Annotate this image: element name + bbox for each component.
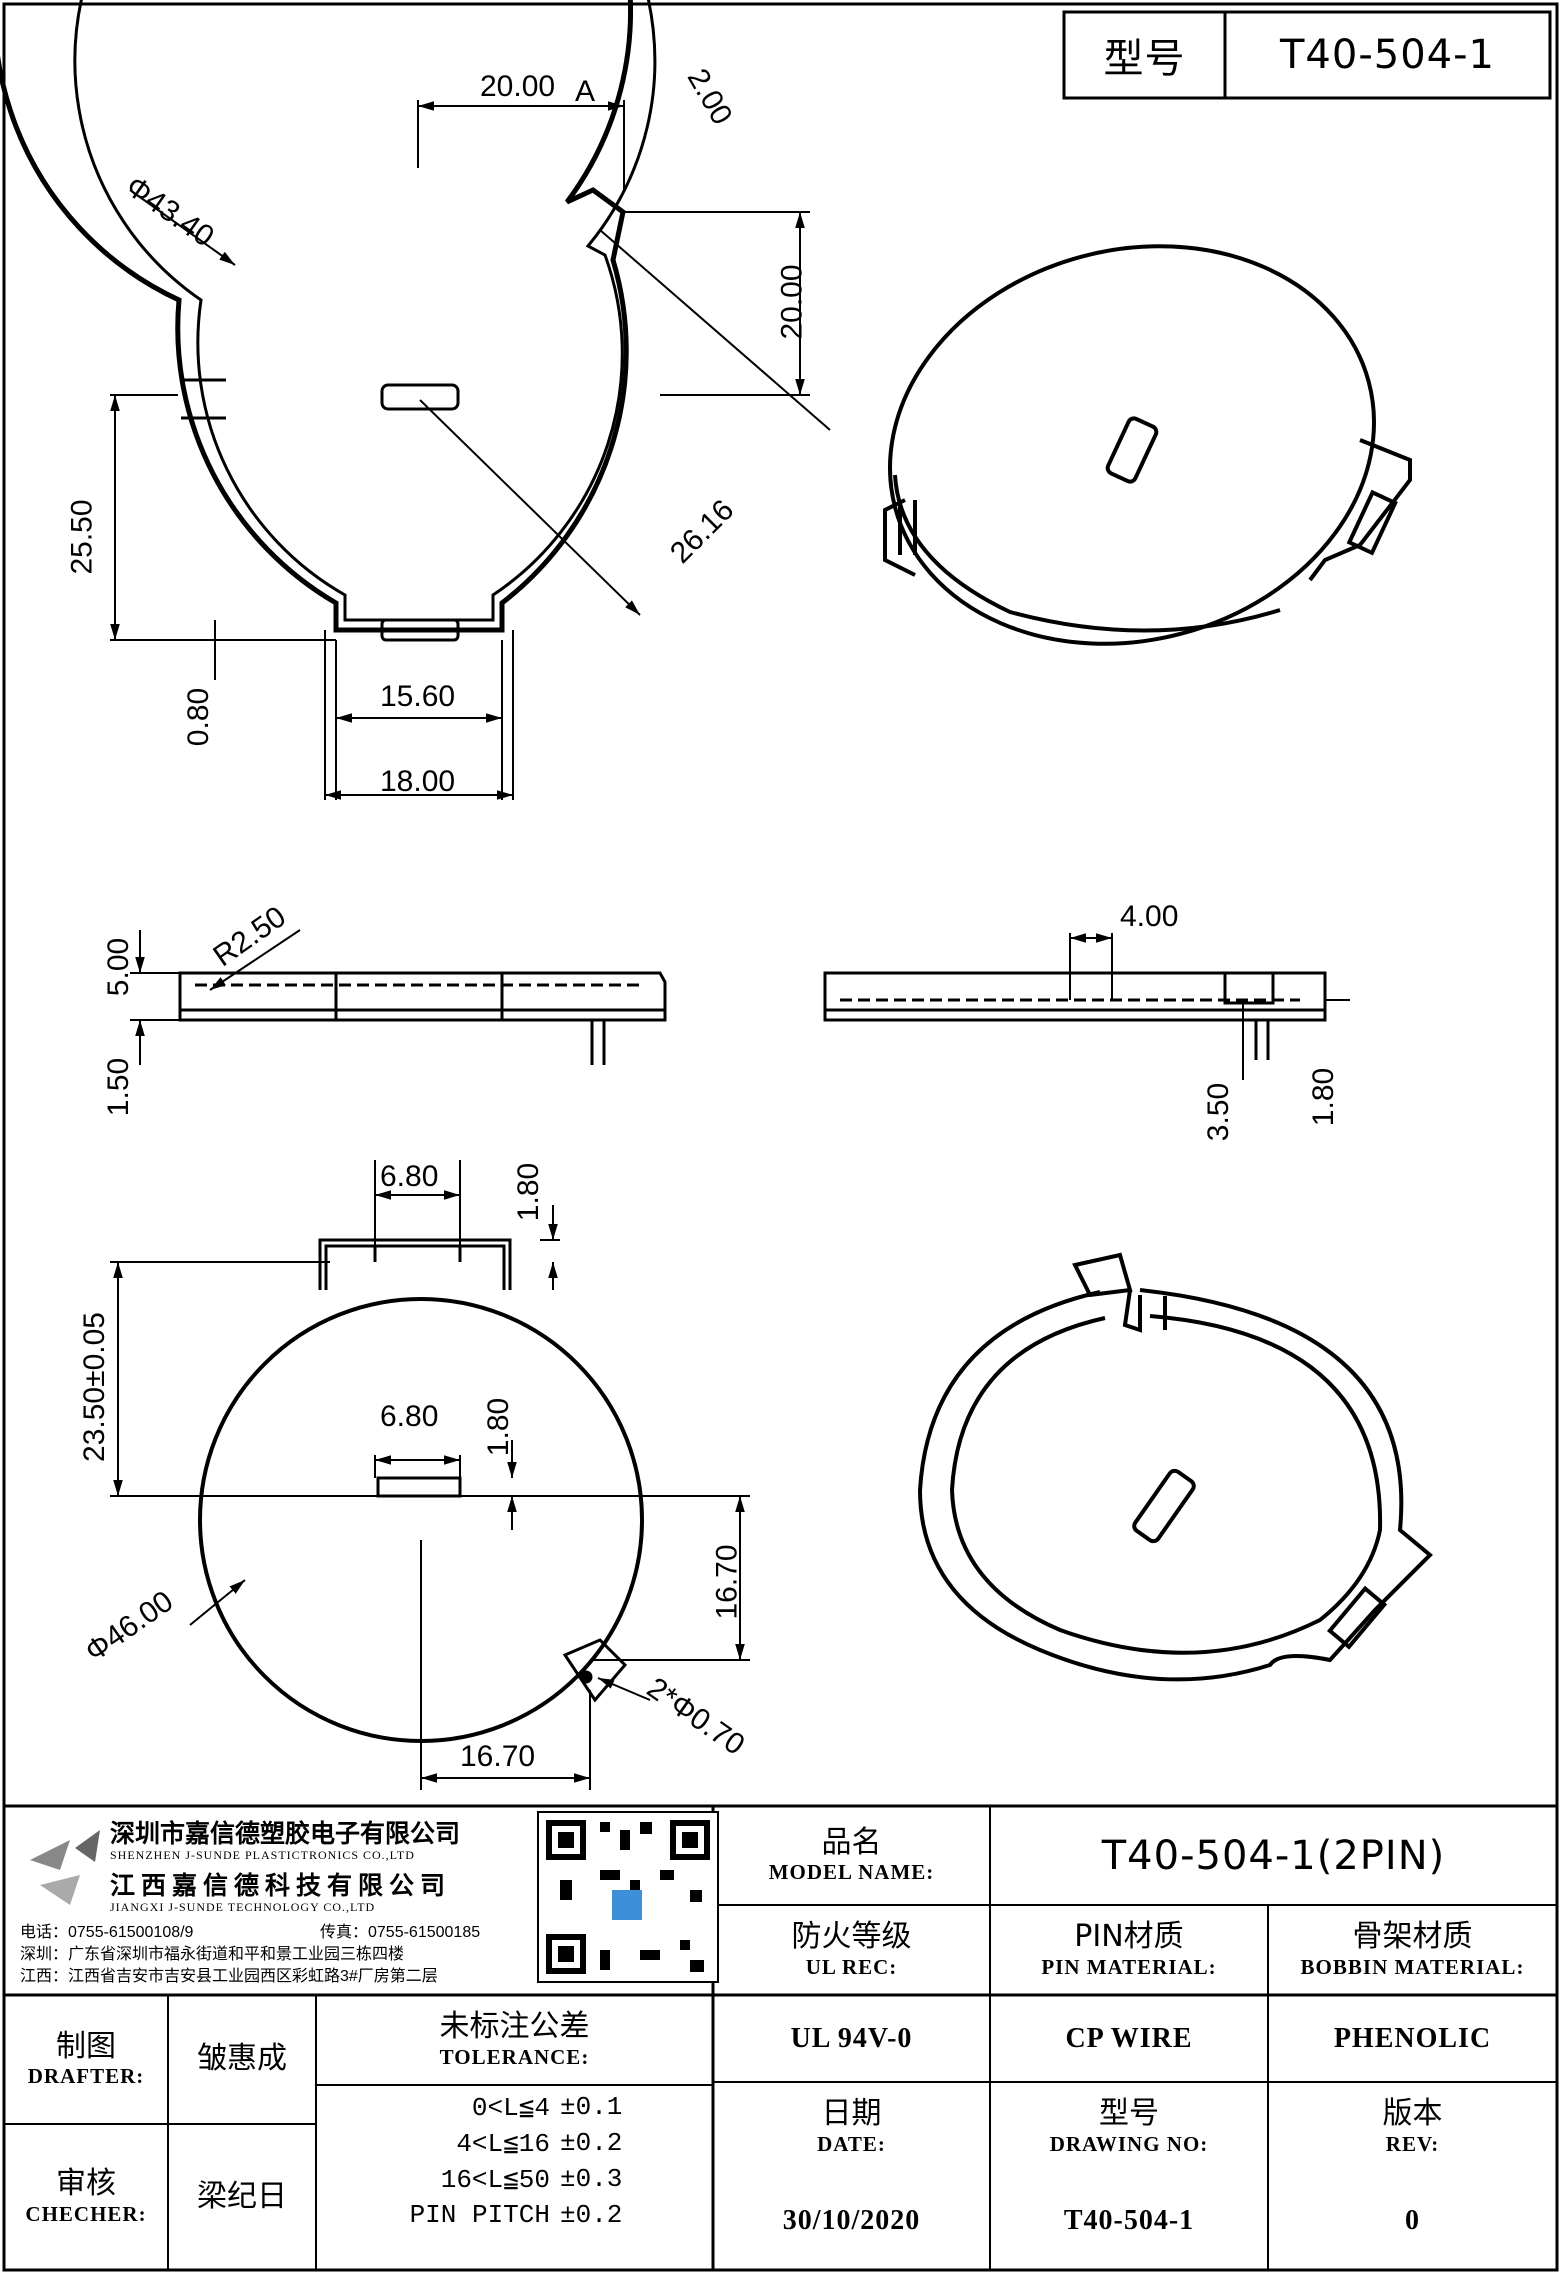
company-en-1: SHENZHEN J-SUNDE PLASTICTRONICS CO.,LTD: [110, 1848, 415, 1862]
company-cn-2: 江西嘉信德科技有限公司: [110, 1872, 452, 1900]
tolerance-value: ±0.2: [560, 2128, 623, 2158]
top-view: [0, 0, 657, 642]
company-tel: 电话：0755-61500108/9: [20, 1924, 194, 1941]
dim-v: 4.00: [1120, 900, 1179, 933]
model-name-label: 品名 MODEL NAME:: [768, 1824, 935, 1885]
company-address-sz: 深圳：广东省深圳市福永街道和平和景工业园三栋四楼: [20, 1946, 405, 1963]
dim-g: 15.60: [380, 680, 456, 713]
tolerance-value: ±0.1: [560, 2092, 623, 2122]
drawing-no-label: 型号 DRAWING NO:: [1049, 2096, 1209, 2156]
date-label: 日期 DATE:: [817, 2096, 886, 2156]
company-fax: 传真：0755-61500185: [320, 1924, 481, 1941]
tolerance-range: 0<L≦4: [471, 2093, 550, 2123]
tolerance-range: PIN PITCH: [409, 2200, 550, 2230]
company-en-2: JIANGXI J-SUNDE TECHNOLOGY CO.,LTD: [110, 1900, 376, 1914]
company-address-jx: 江西：江西省吉安市吉安县工业园西区彩虹路3#厂房第二层: [20, 1968, 438, 1985]
dim-e: 25.50: [65, 499, 99, 575]
dim-l: 1.50: [102, 1057, 136, 1117]
dim-f: 0.80: [182, 687, 216, 747]
top-view-dims: [110, 100, 831, 800]
dim-h: 18.00: [380, 765, 456, 798]
type-label: 型号: [1103, 36, 1186, 82]
dim-a: 20.00: [480, 70, 556, 103]
dim-u: 16.70: [460, 1740, 536, 1773]
company-cn-1: 深圳市嘉信德塑胶电子有限公司: [110, 1820, 461, 1848]
drafter-value: 皱惠成: [197, 2041, 287, 2077]
ul-rec-value: UL 94V-0: [790, 2022, 913, 2054]
dim-p: 6.80: [380, 1400, 439, 1433]
tolerance-value: ±0.2: [560, 2200, 623, 2230]
bottom-view-dims: [110, 1160, 750, 1790]
pin-material-value: CP WIRE: [1065, 2022, 1193, 2054]
checker-value: 梁纪日: [197, 2178, 287, 2214]
rev-label: 版本 REV:: [1382, 2096, 1443, 2156]
checker-label: 审核 CHECHER:: [25, 2166, 147, 2226]
tolerance-range: 4<L≦16: [456, 2129, 550, 2159]
dim-w: 1.80: [1307, 1067, 1341, 1127]
model-name-value: T40-504-1(2PIN): [1101, 1832, 1446, 1879]
dim-x: 3.50: [1202, 1082, 1236, 1142]
tolerance-value: ±0.3: [560, 2164, 623, 2194]
side-view-left: [130, 929, 667, 1065]
dim-o: 23.50±0.05: [77, 1312, 111, 1462]
rev-value: 0: [1405, 2205, 1420, 2236]
bobbin-material-value: PHENOLIC: [1333, 2022, 1492, 2054]
bobbin-material-label: 骨架材质 BOBBIN MATERIAL:: [1300, 1919, 1525, 1979]
dim-s: 16.70: [710, 1544, 744, 1620]
dim-n: 6.80: [380, 1160, 439, 1193]
tolerance-label: 未标注公差 TOLERANCE:: [439, 2009, 590, 2069]
tolerance-range: 16<L≦50: [440, 2165, 550, 2195]
dim-q: 1.80: [482, 1397, 516, 1457]
dim-a-letter: A: [575, 75, 596, 108]
ul-rec-label: 防火等级 UL REC:: [791, 1919, 912, 1979]
company-logo: [30, 1830, 100, 1905]
qr-code: [537, 1811, 719, 1983]
date-value: 30/10/2020: [782, 2205, 921, 2236]
iso-view-top: [883, 244, 1412, 646]
dim-j: 5.00: [102, 937, 136, 997]
drafter-label: 制图 DRAFTER:: [27, 2028, 145, 2089]
pin-material-label: PIN材质 PIN MATERIAL:: [1041, 1919, 1217, 1979]
dim-m: 1.80: [512, 1162, 546, 1222]
side-view-right: [823, 933, 1350, 1080]
model-number: T40-504-1: [1280, 32, 1495, 78]
iso-view-bottom: [917, 1252, 1433, 1682]
dim-d: 20.00: [775, 264, 809, 340]
drawing-no-value: T40-504-1: [1063, 2205, 1195, 2236]
